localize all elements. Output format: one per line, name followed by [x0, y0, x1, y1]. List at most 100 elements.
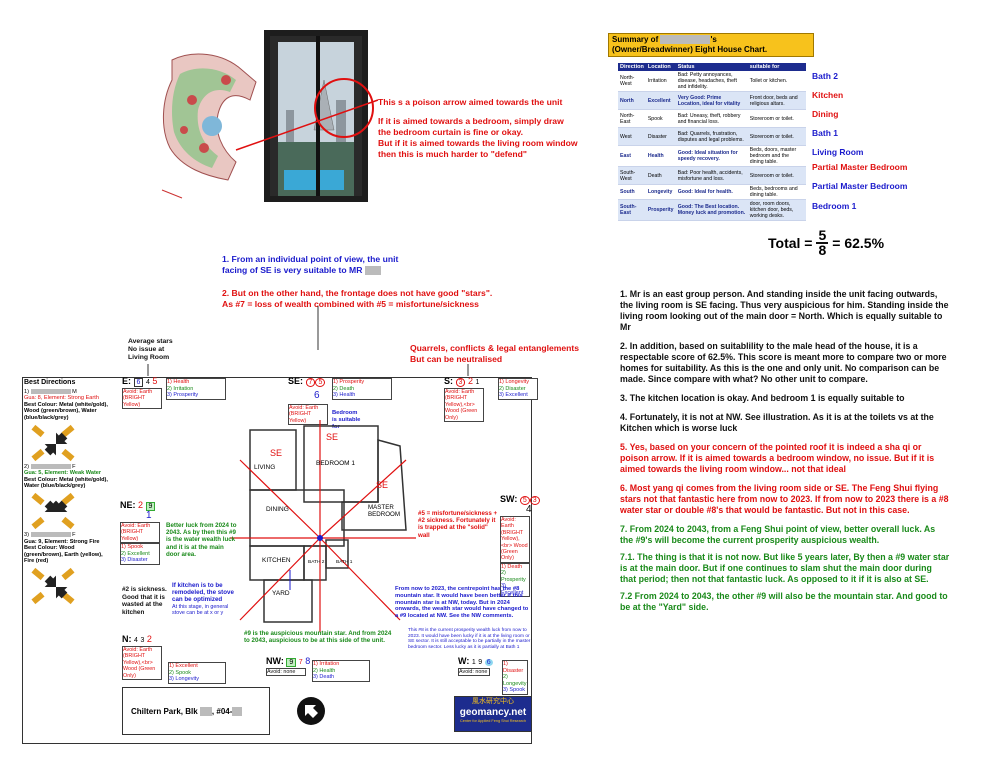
room-label: Dining [812, 109, 839, 119]
room-label: Partial Master Bedroom [812, 181, 908, 191]
analysis-paragraph: 5. Yes, based on your concern of the poi… [620, 442, 935, 474]
table-cell: Bad: Petty annoyances, disease, headache… [675, 71, 748, 92]
poison-arrow-pointer [235, 99, 379, 151]
room-label: Living Room [812, 147, 864, 157]
room-living: LIVING [254, 464, 276, 471]
table-cell: Bad: Poor health, accidents, misfortune … [675, 166, 748, 185]
room-label: Partial Master Bedroom [812, 162, 908, 172]
analysis-paragraph: 6. Most yang qi comes from the living ro… [620, 483, 949, 515]
room-bath2: BATH 2 [308, 560, 325, 565]
table-cell: Good: Ideal situation for speedy recover… [675, 145, 748, 167]
table-cell: North [618, 91, 646, 110]
table-cell: Good: The Best location. Money luck and … [675, 199, 748, 221]
nine-mountain-note: #9 is the auspicious mountain star. And … [244, 630, 392, 645]
room-dining: DINING [266, 506, 289, 513]
table-cell: Spook [645, 109, 676, 128]
analysis-paragraph: 7.1. The thing is that it is not now. Bu… [620, 552, 950, 584]
table-cell: Death [645, 166, 676, 185]
sector-nw: NW: 9 7 8 Avoid: none 1) Irritation 2) H… [266, 656, 396, 682]
north-arrow-icon [296, 696, 326, 726]
table-cell: West [618, 127, 646, 146]
compass-1 [24, 422, 110, 464]
table-cell: North-East [618, 109, 646, 128]
stove-note: If kitchen is to be remodeled, the stove… [172, 582, 234, 617]
table-header: Location [645, 63, 676, 71]
table-cell: Storeroom or toilet. [747, 166, 806, 185]
total-score: Total = 5 8 = 62.5% [768, 227, 885, 258]
sector-w: W: 1 9 6 Avoid: none 1) Disaster 2) Long… [458, 656, 528, 695]
analysis-paragraph: 4. Fortunately, it is not at NW. See ill… [620, 412, 934, 433]
ne-luck-note: Better luck from 2024 to 2043. As by the… [166, 522, 237, 558]
table-cell: Bad: Uneasy, theft, robbery and financia… [675, 109, 748, 128]
compass-2 [24, 490, 110, 532]
table-cell: South [618, 184, 646, 200]
sector-n: N: 4 3 2 Avoid: Earth (BRIGHT Yellow),<b… [122, 634, 234, 684]
eight-wealth-note: This #8 is the current prosperity wealth… [408, 628, 531, 650]
summary-panel: Summary of 's (Owner/Breadwinner) Eight … [608, 33, 908, 257]
table-header: Direction [618, 63, 646, 71]
table-cell: East [618, 145, 646, 167]
se-mark-3: SE [376, 480, 389, 490]
table-cell: Longevity [645, 184, 676, 200]
geomancy-logo: 風水研究中心 geomancy.net Center for Applied F… [454, 696, 532, 732]
poison-arrow-note: This s a poison arrow aimed towards the … [378, 97, 578, 159]
table-cell: Front door, beds and religious altars. [747, 91, 806, 110]
best-directions: Best Directions 1) M Gua: 8, Element: St… [24, 379, 110, 607]
quarrels-note: Quarrels, conflicts & legal entanglement… [410, 343, 580, 364]
mountain-note: From now to 2023, the centrepoint has th… [395, 586, 529, 620]
room-kitchen: KITCHEN [262, 557, 291, 564]
misfortune-note: #5 = misfortune/sickness + #2 sickness. … [418, 510, 498, 539]
table-cell: South-East [618, 199, 646, 221]
table-cell: Good: Ideal for health. [675, 184, 748, 200]
analysis-paragraph: 7.2 From 2024 to 2043, the other #9 will… [620, 591, 948, 612]
address-box: Chiltern Park, Blk , #04- [122, 687, 270, 735]
analysis-paragraph: 2. In addition, based on suitablility to… [620, 341, 947, 384]
room-label: Bath 1 [812, 128, 838, 138]
table-cell: Storeroom or toilet. [747, 109, 806, 128]
table-cell: door, room doors, kitchen door, beds, wo… [747, 199, 806, 221]
table-cell: Beds, doors, master bedroom and the dini… [747, 145, 806, 167]
site-map-image [152, 40, 264, 202]
analysis-paragraph: 3. The kitchen location is okay. And bed… [620, 393, 905, 403]
sector-s: S: 3 2 1 1) Longevity 2) Disaster 3) Exc… [444, 376, 544, 423]
room-master: MASTER BEDROOM [368, 504, 400, 518]
table-cell: Irritation [645, 71, 676, 92]
window-photo [264, 30, 368, 202]
floor-plan [230, 420, 416, 632]
table-cell: Toilet or kitchen. [747, 71, 806, 92]
room-label: Bedroom 1 [812, 201, 857, 211]
table-cell: South-West [618, 166, 646, 185]
table-cell: Disaster [645, 127, 676, 146]
table-cell: Health [645, 145, 676, 167]
table-header: Status [675, 63, 748, 71]
room-bedroom1: BEDROOM 1 [316, 460, 356, 467]
compass-3 [24, 565, 110, 607]
analysis-paragraph: 7. From 2024 to 2043, from a Feng Shui p… [620, 524, 936, 545]
table-header: suitable for [747, 63, 806, 71]
note-2: 2. But on the other hand, the frontage d… [222, 288, 493, 309]
flying-star-chart [22, 377, 532, 744]
se-mark-2: SE [326, 432, 339, 442]
right-notes: 1. Mr is an east group person. And stand… [620, 289, 950, 613]
room-bath1: BATH 1 [336, 560, 353, 565]
poison-arrow-circle [314, 78, 374, 138]
table-cell: North-West [618, 71, 646, 92]
sector-e: E: 6 4 5 1) Health 2) Irritation 3) Pros… [122, 376, 234, 410]
room-label: Bath 2 [812, 71, 838, 81]
table-cell: Storeroom or toilet. [747, 127, 806, 146]
se-mark-1: SE [270, 448, 283, 458]
table-cell: Very Good: Prime Location, ideal for vit… [675, 91, 748, 110]
summary-title: Summary of 's (Owner/Breadwinner) Eight … [608, 33, 814, 57]
table-cell: Excellent [645, 91, 676, 110]
sickness-note: #2 is sickness. Good that it is wasted a… [122, 586, 167, 616]
